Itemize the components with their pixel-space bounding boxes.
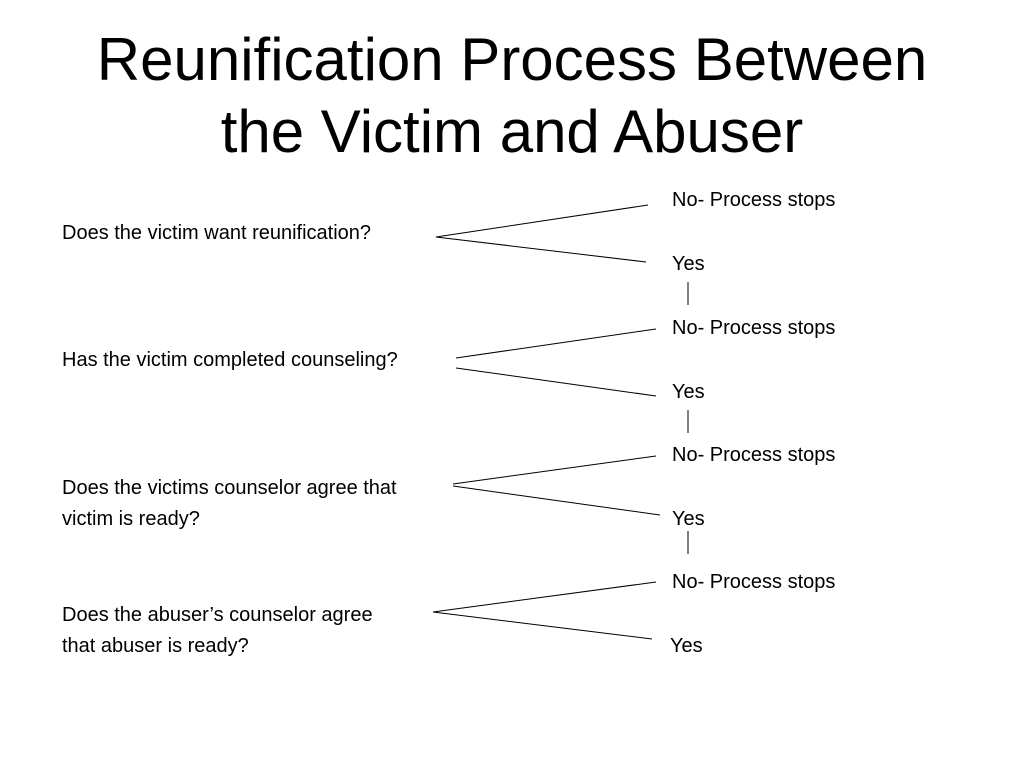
step-3-no-label: No- Process stops	[672, 444, 836, 466]
title-line-2: the Victim and Abuser	[220, 98, 804, 165]
step-4-yes-label: Yes	[670, 635, 703, 657]
step-4-question-line-1: Does the abuser’s counselor agree	[62, 604, 373, 626]
step-4-yes-branch	[432, 611, 653, 640]
title-line-1: Reunification Process Between	[96, 26, 928, 93]
step-1-no-branch	[435, 204, 649, 238]
step-2-no-label: No- Process stops	[672, 317, 836, 339]
step-1-yes-label: Yes	[672, 253, 705, 275]
step-3-yes-branch	[452, 485, 661, 516]
step-3-no-branch	[452, 455, 657, 485]
step-2-yes-label: Yes	[672, 381, 705, 403]
step-3-question-line-2: victim is ready?	[62, 508, 200, 530]
step-2-question: Has the victim completed counseling?	[62, 349, 398, 371]
step-4-no-branch	[432, 581, 657, 613]
page-title: Reunification Process Between the Victim…	[0, 24, 1024, 168]
step-1-no-label: No- Process stops	[672, 189, 836, 211]
step-4-no-label: No- Process stops	[672, 571, 836, 593]
step-3-yes-label: Yes	[672, 508, 705, 530]
step-1-question: Does the victim want reunification?	[62, 222, 372, 244]
step-1-yes-branch	[435, 236, 647, 263]
step-2-no-branch	[455, 328, 657, 359]
step-2-yes-branch	[455, 367, 657, 397]
step-4-question-line-2: that abuser is ready?	[62, 635, 249, 657]
step-3-question-line-1: Does the victims counselor agree that	[62, 477, 397, 499]
